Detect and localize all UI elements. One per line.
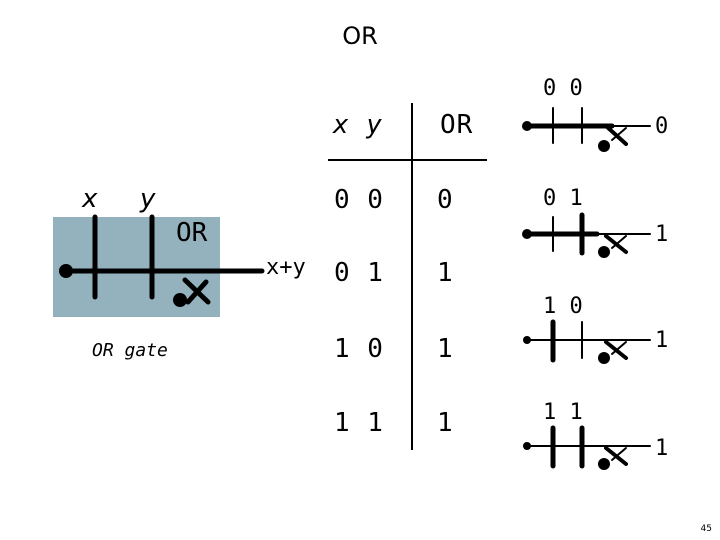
table-row-output: 1 — [437, 408, 454, 438]
gate-output-label: x+y — [266, 255, 306, 280]
table-row-output: 1 — [437, 258, 454, 288]
gate-box-label: OR — [176, 218, 208, 248]
switch-diagram-10 — [526, 319, 651, 363]
switch-inputs-label: 1 0 — [543, 294, 583, 319]
table-header-output: OR — [440, 110, 474, 140]
switch-inputs-label: 1 1 — [543, 400, 583, 425]
gate-power-dot — [59, 264, 73, 278]
table-row-inputs: 0 0 — [334, 185, 384, 215]
gate-ground-dot — [173, 293, 187, 307]
table-header-inputs: x y — [333, 110, 383, 140]
gate-switch-cross — [185, 279, 209, 305]
switch-output-label: 1 — [655, 222, 669, 247]
switch-diagram-11 — [526, 425, 651, 469]
table-row-inputs: 1 1 — [334, 408, 384, 438]
table-row-inputs: 1 0 — [334, 334, 384, 364]
gate-wiring — [63, 214, 265, 305]
gate-input-y-label: y — [140, 184, 156, 214]
switch-inputs-label: 0 0 — [543, 76, 583, 101]
table-row-output: 0 — [437, 185, 454, 215]
gate-input-x-label: x — [82, 184, 98, 214]
slide-title: OR — [342, 22, 378, 50]
switch-diagram-00 — [524, 107, 651, 146]
gate-caption: OR gate — [92, 340, 168, 361]
table-row-output: 1 — [437, 334, 454, 364]
table-row-inputs: 0 1 — [334, 258, 384, 288]
page-number: 45 — [700, 524, 712, 534]
switch-inputs-label: 0 1 — [543, 186, 583, 211]
switch-output-label: 1 — [655, 436, 669, 461]
switch-output-label: 1 — [655, 328, 669, 353]
switch-diagram-01 — [524, 212, 651, 256]
switch-output-label: 0 — [655, 114, 669, 139]
